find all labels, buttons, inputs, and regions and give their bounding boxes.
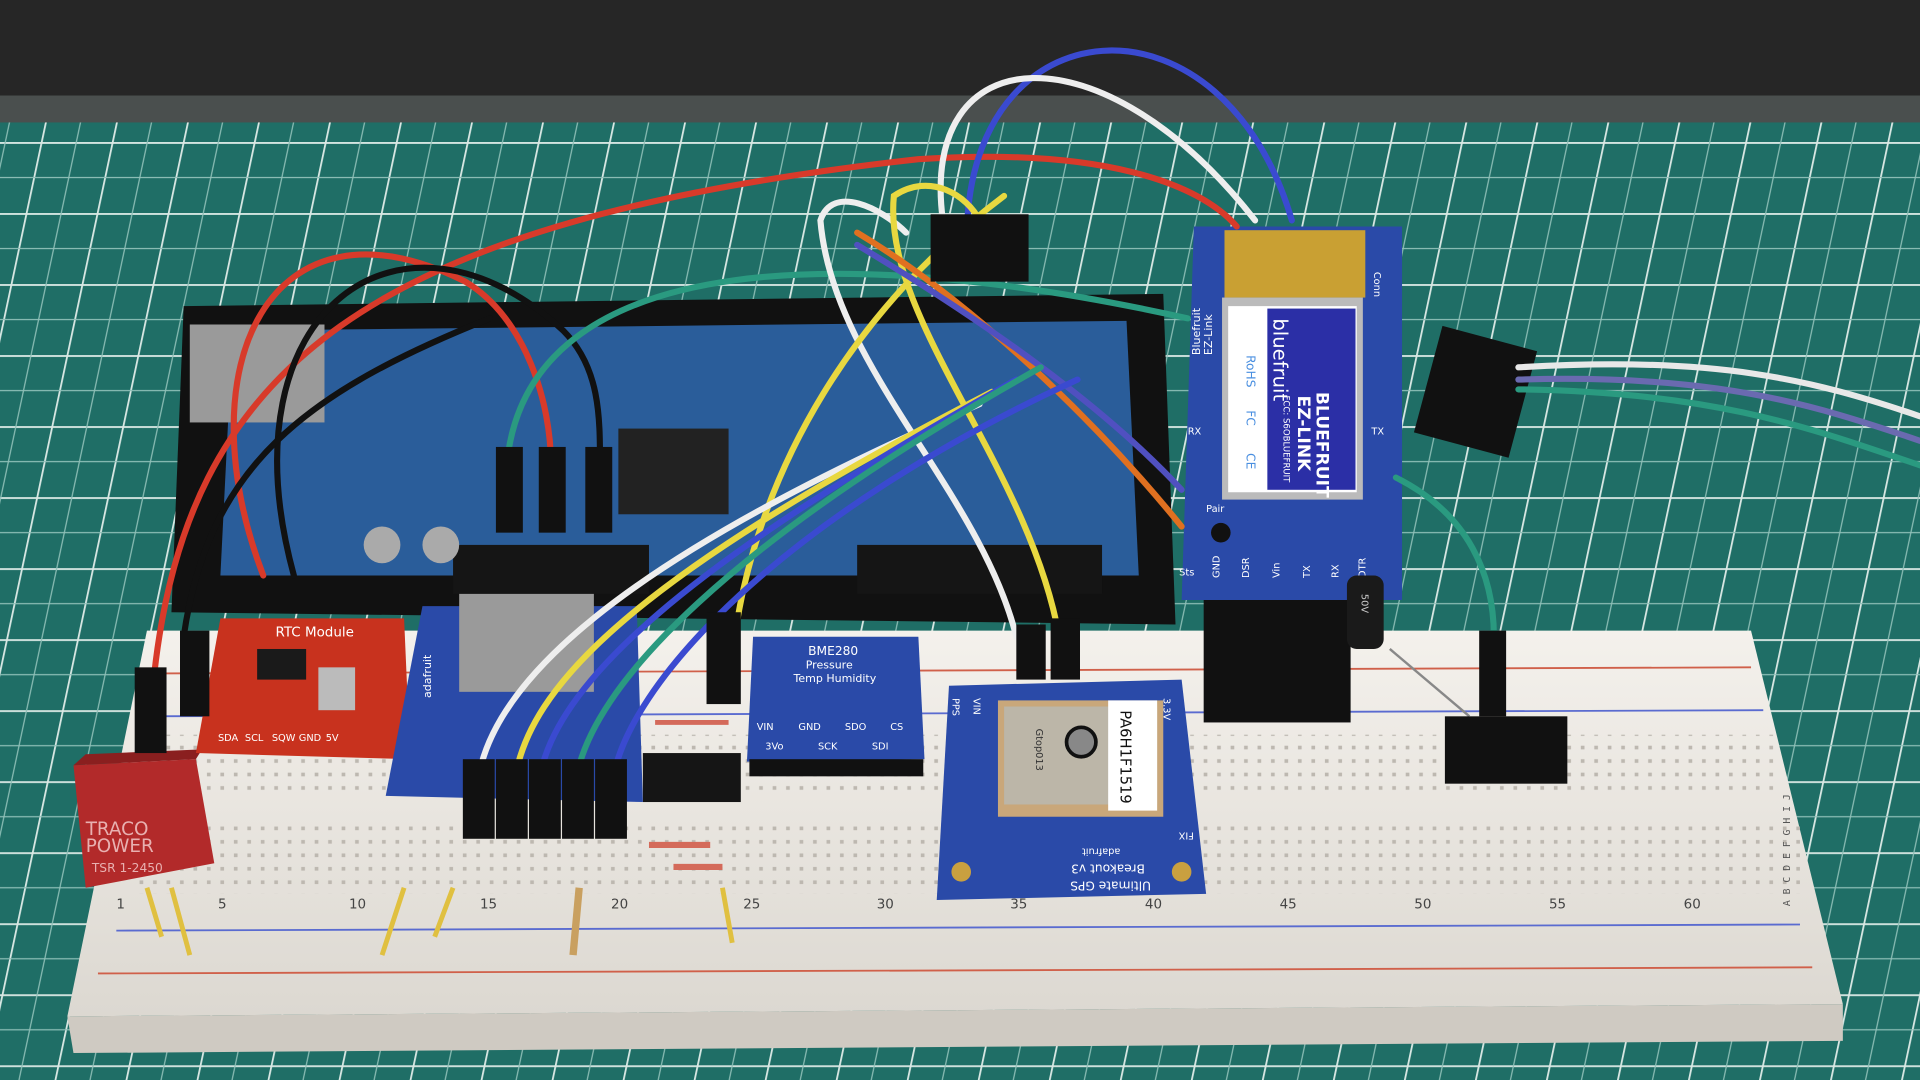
component-label: POWER [86,836,154,857]
column-number: 5 [218,898,227,913]
component-label: DSR [1241,557,1252,578]
component-label: EZ-Link [1202,314,1215,355]
component-label: Sts [1179,568,1194,579]
component-label: RTC Module [276,626,354,641]
capacitor: 50V [1346,575,1471,718]
component-label: CE [1244,453,1258,469]
column-number: 30 [877,898,894,913]
component-label: DTR [1357,557,1368,578]
component-label: Bluefruit [1190,307,1203,355]
component-label: TRACO [85,819,149,840]
connector-plug [1444,716,1568,784]
component-label: TSR 1-2450 [91,861,163,875]
component-label: PA6H1F1519 [1116,710,1133,804]
component-label: Conn [1371,272,1382,297]
gps-breakout: PA6H1F1519 Gtop013 Ultimate GPS Breakout… [936,679,1207,900]
component-label: SQW [272,733,296,744]
component-label: 50V [1359,594,1370,613]
arduino-mega [171,293,1176,625]
column-number: 50 [1414,898,1431,913]
column-number: 10 [349,898,366,913]
component-label: BME280 [808,644,858,658]
resistors [144,720,735,956]
column-number: 15 [480,898,497,913]
component-label: FC [1244,410,1258,426]
rtc-module: RTC Module SDA SCL SQW GND 5V [195,618,411,760]
component-label: SDA [218,733,239,744]
column-number: 20 [611,898,628,913]
component-label: GND [299,733,321,744]
bluefruit-ez-link: bluefruit BLUEFRUIT EZ-LINK FCC: S6OBLUE… [1179,226,1403,723]
component-label: TX [1370,427,1384,438]
component-label: CS [890,722,903,733]
component-label: Pressure [806,659,853,672]
component-label: SDO [845,722,867,733]
column-number: 45 [1280,898,1297,913]
component-label: 3Vo [765,741,783,752]
component-label: SCL [245,733,264,744]
component-label: RoHS [1244,355,1258,388]
component-label: SDI [872,741,889,752]
component-label: SCK [818,741,838,752]
microsd-breakout: adafruit [385,593,643,803]
component-label: Pair [1206,504,1225,515]
column-number: 25 [743,898,760,913]
jumper-wires [134,47,1920,839]
component-label: PPS [950,698,961,716]
component-label: RX [1330,564,1341,578]
column-number: 55 [1549,898,1566,913]
cable-plug [1413,325,1538,458]
traco-power-regulator: TRACO POWER TSR 1-2450 [73,749,215,888]
component-label: Vin [1272,563,1283,578]
component-label: 3.3V [1160,698,1171,721]
column-number: 35 [1010,898,1027,913]
component-label: EZ-LINK [1293,396,1313,473]
component-label: RX [1188,427,1202,438]
component-label: TX [1302,565,1313,579]
component-label: adafruit [421,654,434,698]
column-number: 60 [1684,898,1701,913]
component-label: VIN [970,698,981,715]
column-number: 1 [116,898,125,913]
column-number: 40 [1145,898,1162,913]
component-label: adafruit [1082,846,1121,857]
component-label: bluefruit [1268,318,1291,401]
bme280-sensor: BME280 Pressure Temp Humidity VIN GND SD… [746,636,925,777]
component-label: GND [1212,556,1223,578]
component-label: 5V [326,733,339,744]
component-label: VIN [757,722,774,733]
component-label: GND [798,722,820,733]
component-label: BLUEFRUIT [1311,392,1331,498]
component-label: Breakout v3 [1071,861,1145,875]
component-label: FCC: S6OBLUEFRUIT [1280,396,1290,484]
row-letters: A B C D E F G H I J [1782,794,1793,906]
ic-chip [642,753,741,803]
component-label: Ultimate GPS [1070,879,1151,893]
component-label: Temp Humidity [792,672,876,685]
component-label: Gtop013 [1033,729,1044,771]
component-label: FIX [1178,830,1194,841]
